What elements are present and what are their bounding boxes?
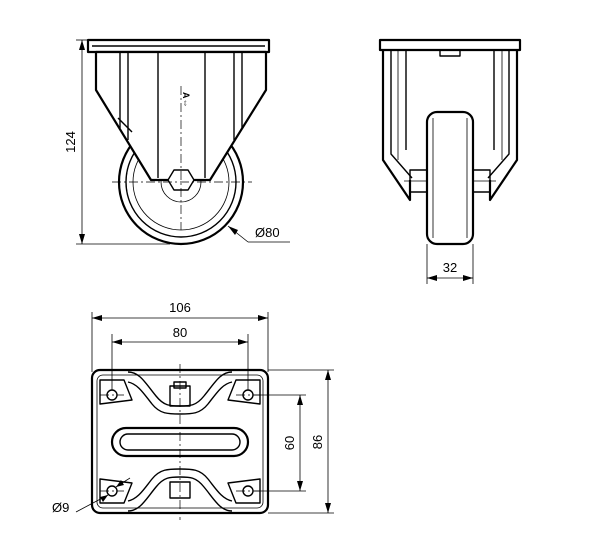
side-view: A⇔ 124 Ø80 (63, 38, 290, 246)
wheel-diameter-label: Ø80 (255, 225, 280, 240)
wheel-width-label: 32 (443, 260, 457, 275)
overall-height-label: 124 (63, 131, 78, 153)
top-view-nut (169, 481, 191, 499)
front-view-top-plate (378, 38, 522, 52)
bolt-spacing-x-label: 80 (173, 325, 187, 340)
plate-width-label: 106 (169, 300, 191, 315)
hole-diameter-label: Ø9 (52, 500, 69, 515)
top-view: 106 80 60 86 Ø9 (52, 300, 334, 520)
plate-length-label: 86 (310, 435, 325, 449)
side-view-logo: A⇔ (181, 92, 191, 108)
front-view: 32 (378, 38, 522, 284)
front-view-wheel (425, 110, 475, 246)
bolt-spacing-y-label: 60 (282, 436, 297, 450)
